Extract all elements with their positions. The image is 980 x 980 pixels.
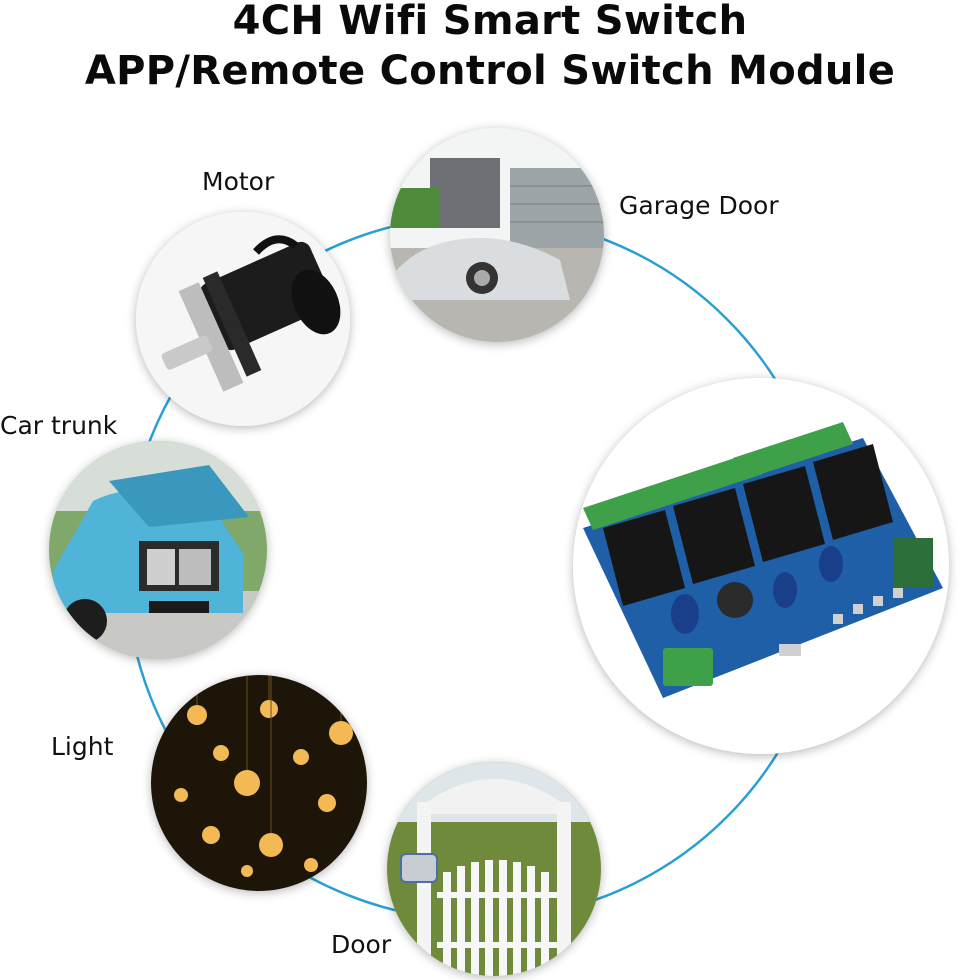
caption-car-trunk: Car trunk [0,411,118,440]
light-bubble [151,675,367,891]
caption-garage-door: Garage Door [619,191,779,220]
title-line-2: APP/Remote Control Switch Module [84,48,896,94]
garden-gate-photo-icon [387,762,601,976]
garage-door-photo-icon [390,128,604,342]
door-bubble [387,762,601,976]
caption-light: Light [51,732,114,761]
caption-door: Door [331,930,392,959]
garage-door-bubble [390,128,604,342]
caption-motor: Motor [202,167,275,196]
motor-bubble [136,212,350,426]
motor-photo-icon [136,212,350,426]
car-trunk-bubble [49,441,267,659]
car-trunk-photo-icon [49,441,267,659]
title-line-1: 4CH Wifi Smart Switch [232,0,748,44]
relay-module-bubble [573,378,949,754]
relay-module-photo-icon [573,378,949,754]
light-bulbs-photo-icon [151,675,367,891]
